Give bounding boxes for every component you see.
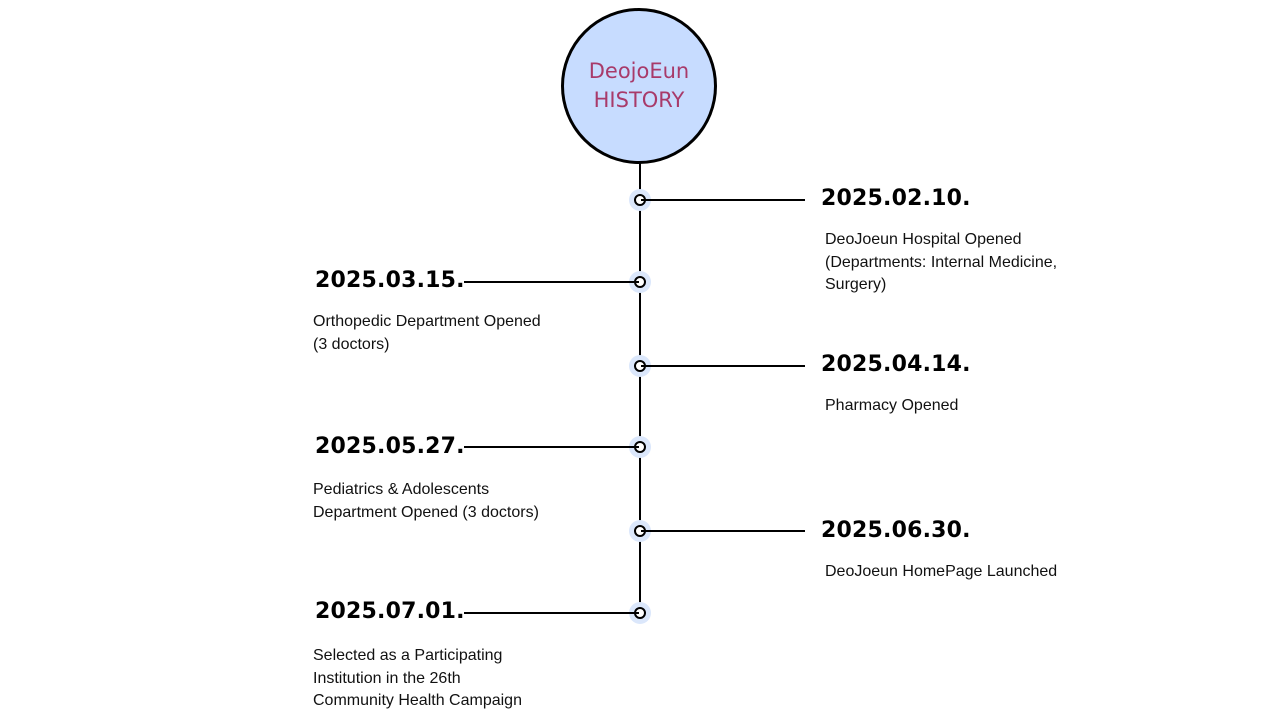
event-description: DeoJoeun Hospital Opened (Departments: I…	[825, 231, 1058, 293]
timeline-connector	[464, 281, 639, 283]
timeline-node	[629, 189, 651, 211]
event-date: 2025.05.27.	[315, 434, 465, 459]
timeline-connector	[464, 446, 639, 448]
event-date: 2025.02.10.	[821, 186, 971, 211]
event-description: Orthopedic Department Opened (3 doctors)	[313, 313, 541, 353]
timeline-node	[629, 602, 651, 624]
timeline-connector	[641, 530, 805, 532]
timeline-connector	[641, 365, 805, 367]
event-description: Selected as a Participating Institution …	[313, 647, 522, 709]
event-date: 2025.06.30.	[821, 518, 971, 543]
timeline-node	[629, 355, 651, 377]
event-description: DeoJoeun HomePage Launched	[825, 563, 1058, 580]
timeline-node	[629, 271, 651, 293]
timeline-axis	[639, 162, 641, 614]
timeline-node	[629, 436, 651, 458]
event-date: 2025.03.15.	[315, 268, 465, 293]
event-description: Pediatrics & Adolescents Department Open…	[313, 481, 539, 521]
history-title-circle: DeojoEun HISTORY	[561, 8, 717, 164]
event-date: 2025.04.14.	[821, 352, 971, 377]
event-date: 2025.07.01.	[315, 599, 465, 624]
timeline-node	[629, 520, 651, 542]
history-title-line1: DeojoEun	[588, 59, 690, 83]
timeline-connector	[641, 199, 805, 201]
timeline-connector	[464, 612, 639, 614]
history-title-line2: HISTORY	[593, 88, 685, 112]
event-description: Pharmacy Opened	[825, 397, 959, 414]
